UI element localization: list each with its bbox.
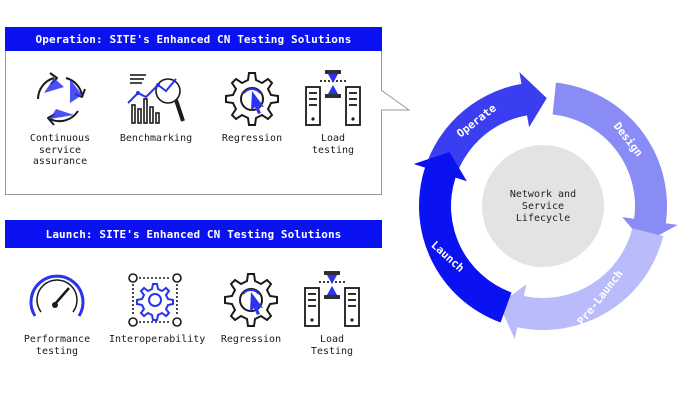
servers-hourglass-icon <box>303 69 363 129</box>
operation-item-regression: Regression <box>206 69 298 145</box>
magnifier-chart-icon <box>126 69 186 129</box>
lifecycle-center-line: Network and <box>510 189 576 200</box>
operation-item-continuous-assurance: Continuous service assurance <box>14 69 106 168</box>
lifecycle-arrow-pre-launch <box>499 228 664 340</box>
operation-item-load-testing: Load testing <box>287 69 379 156</box>
lifecycle-center <box>482 145 604 267</box>
operation-item-label: Regression <box>221 133 283 144</box>
recycle-arrows-icon <box>30 69 90 129</box>
launch-item-load-testing: Load Testing <box>286 270 378 357</box>
lifecycle-center-line: Service <box>522 201 564 212</box>
launch-item-regression: Regression <box>205 270 297 346</box>
lifecycle-center-line: Lifecycle <box>516 213 570 224</box>
launch-panel-body: Performance testing Interoperability Reg… <box>5 248 382 384</box>
operation-item-benchmarking: Benchmarking <box>110 69 202 145</box>
operation-panel-body: Continuous service assurance Benchmarkin… <box>5 51 382 195</box>
operation-item-label: Continuous service assurance <box>29 133 91 167</box>
launch-item-label: Interoperability <box>109 334 206 345</box>
operation-item-label: Load testing <box>311 133 355 156</box>
launch-item-label: Load Testing <box>310 334 354 357</box>
operation-panel: Operation: SITE's Enhanced CN Testing So… <box>5 27 382 195</box>
operation-item-label: Benchmarking <box>119 133 193 144</box>
callout-pointer <box>381 89 411 111</box>
launch-panel: Launch: SITE's Enhanced CN Testing Solut… <box>5 220 382 384</box>
launch-item-label: Regression <box>220 334 282 345</box>
gauge-icon <box>27 270 87 330</box>
launch-item-label: Performance testing <box>23 334 91 357</box>
launch-item-interoperability: Interoperability <box>109 270 206 346</box>
lifecycle-arrows <box>413 72 678 340</box>
launch-item-performance: Performance testing <box>11 270 103 357</box>
servers-hourglass-icon <box>302 270 362 330</box>
lifecycle-arrow-design <box>552 82 678 243</box>
lifecycle-arrow-launch <box>413 152 512 323</box>
gear-cursor-icon <box>221 270 281 330</box>
launch-panel-title: Launch: SITE's Enhanced CN Testing Solut… <box>5 220 382 248</box>
gear-cursor-icon <box>222 69 282 129</box>
operation-panel-title: Operation: SITE's Enhanced CN Testing So… <box>5 27 382 51</box>
gears-network-icon <box>125 270 185 330</box>
